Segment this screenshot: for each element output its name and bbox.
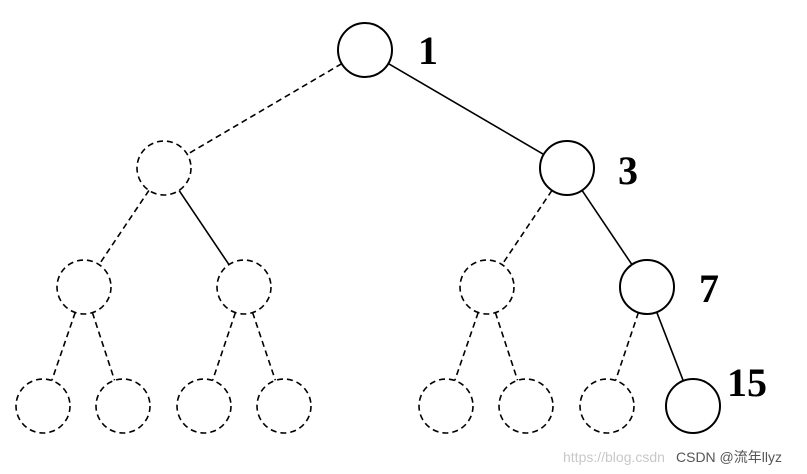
edge-l1-left-to-l2-a bbox=[98, 189, 150, 266]
node-label-root: 1 bbox=[418, 28, 438, 73]
labels-layer: 1 3 7 15 bbox=[418, 28, 767, 405]
edge-root-to-l1-left bbox=[186, 62, 343, 156]
watermark-credit: CSDN @流年llyz bbox=[676, 449, 782, 465]
edge-root-to-l1-right bbox=[387, 62, 545, 156]
tree-node-l2-c bbox=[459, 259, 515, 315]
edge-l2-b-to-l3-c bbox=[211, 312, 237, 381]
edge-l2-a-to-l3-a bbox=[51, 312, 76, 381]
tree-node-l3-b bbox=[95, 378, 151, 434]
edge-l2-c-to-l3-f bbox=[494, 312, 519, 381]
edge-l1-right-to-l2-d bbox=[581, 189, 633, 266]
tree-node-l3-h bbox=[665, 378, 721, 434]
tree-node-l3-d bbox=[256, 378, 312, 434]
nodes-layer bbox=[15, 22, 721, 434]
node-label-l1-right: 3 bbox=[618, 148, 638, 193]
edge-l2-a-to-l3-b bbox=[91, 312, 116, 381]
tree-node-l1-left bbox=[136, 140, 192, 196]
tree-node-l1-right bbox=[539, 140, 595, 196]
tree-node-l3-f bbox=[498, 378, 554, 434]
node-label-l2-d: 7 bbox=[699, 266, 719, 311]
tree-node-l3-e bbox=[418, 378, 474, 434]
watermark-url: https://blog.csdn bbox=[563, 449, 665, 465]
tree-node-l3-g bbox=[579, 378, 635, 434]
edge-l2-d-to-l3-h bbox=[655, 311, 685, 382]
tree-node-l3-a bbox=[15, 378, 71, 434]
tree-node-l2-b bbox=[216, 259, 272, 315]
tree-node-root bbox=[337, 22, 393, 78]
tree-node-l2-d bbox=[619, 259, 675, 315]
tree-node-l2-a bbox=[56, 259, 112, 315]
edge-l2-b-to-l3-d bbox=[251, 312, 277, 381]
edge-l2-c-to-l3-e bbox=[454, 312, 479, 381]
edge-l1-right-to-l2-c bbox=[501, 189, 553, 266]
edges-layer bbox=[51, 62, 685, 382]
edge-l2-d-to-l3-g bbox=[614, 312, 640, 381]
tree-node-l3-c bbox=[176, 378, 232, 434]
node-label-l3-h: 15 bbox=[727, 360, 767, 405]
edge-l1-left-to-l2-b bbox=[178, 189, 230, 266]
